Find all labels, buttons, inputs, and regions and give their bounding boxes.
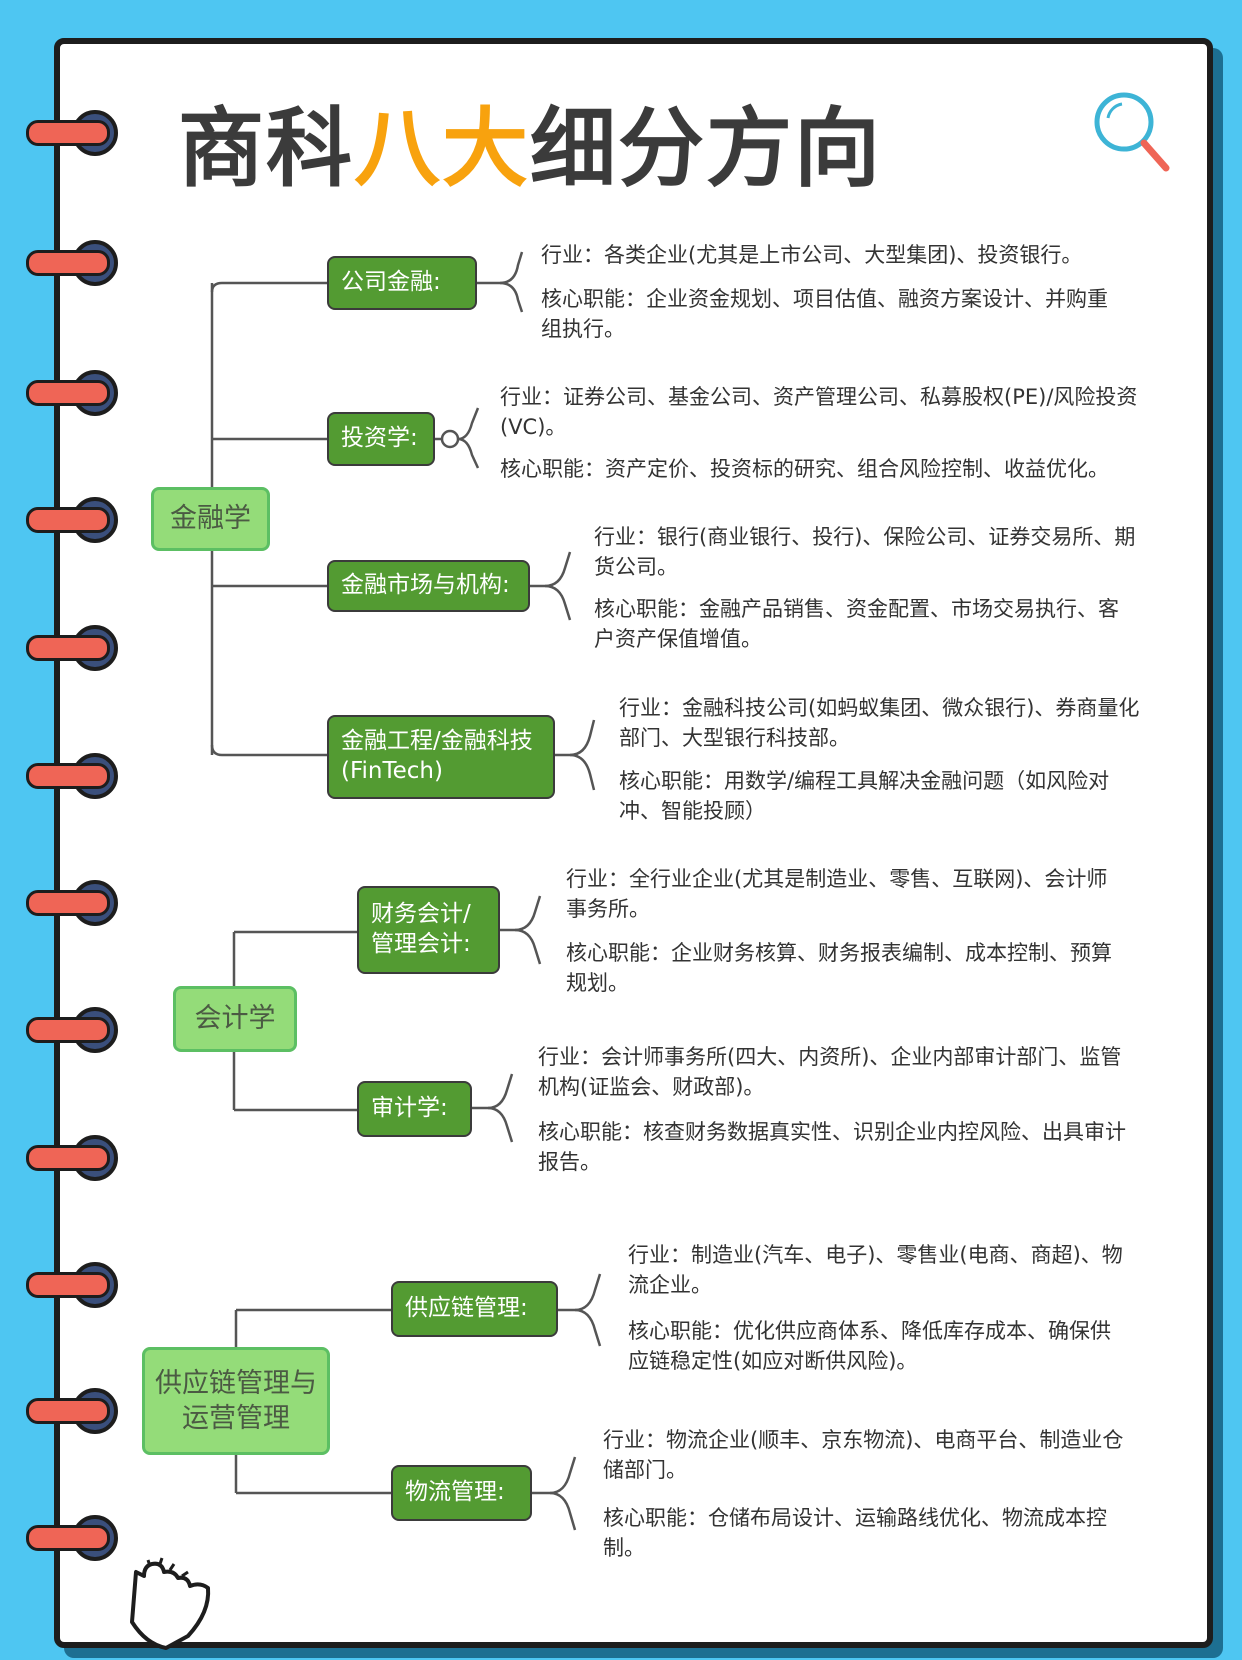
industry-text: 行业：证券公司、基金公司、资产管理公司、私募股权(PE)/风险投资(VC)。 <box>500 382 1140 442</box>
root-label: 供应链管理与运营管理 <box>155 1366 317 1436</box>
branch-label: 物流管理: <box>405 1478 505 1508</box>
branch-node-logistics: 物流管理: <box>391 1465 532 1521</box>
duties-text: 核心职能：仓储布局设计、运输路线优化、物流成本控制。 <box>603 1503 1143 1563</box>
root-node-supply-chain: 供应链管理与运营管理 <box>142 1347 330 1455</box>
branch-node-investment: 投资学: <box>327 412 435 466</box>
branch-label: 投资学: <box>341 424 418 454</box>
duties-text: 核心职能：优化供应商体系、降低库存成本、确保供应链稳定性(如应对断供风险)。 <box>628 1316 1128 1376</box>
root-node-accounting: 会计学 <box>173 986 297 1052</box>
branch-label: 金融工程/金融科技(FinTech) <box>341 727 541 787</box>
duties-text: 核心职能：金融产品销售、资金配置、市场交易执行、客户资产保值增值。 <box>594 594 1134 654</box>
duties-text: 核心职能：资产定价、投资标的研究、组合风险控制、收益优化。 <box>500 454 1150 484</box>
industry-text: 行业：会计师事务所(四大、内资所)、企业内部审计部门、监管机构(证监会、财政部)… <box>538 1042 1138 1102</box>
pointing-hand-icon <box>126 1552 216 1652</box>
branch-label: 审计学: <box>371 1094 448 1124</box>
branch-label: 供应链管理: <box>405 1294 528 1324</box>
industry-text: 行业：物流企业(顺丰、京东物流)、电商平台、制造业仓储部门。 <box>603 1425 1143 1485</box>
branch-node-auditing: 审计学: <box>357 1081 472 1137</box>
branch-node-corporate-finance: 公司金融: <box>327 256 477 310</box>
branch-label: 财务会计/管理会计: <box>371 900 486 960</box>
branch-node-fintech: 金融工程/金融科技(FinTech) <box>327 715 555 799</box>
duties-text: 核心职能：企业财务核算、财务报表编制、成本控制、预算规划。 <box>566 938 1126 998</box>
industry-text: 行业：银行(商业银行、投行)、保险公司、证券交易所、期货公司。 <box>594 522 1144 582</box>
duties-text: 核心职能：企业资金规划、项目估值、融资方案设计、并购重组执行。 <box>541 284 1111 344</box>
branch-node-financial-accounting: 财务会计/管理会计: <box>357 886 500 974</box>
root-label: 会计学 <box>195 1001 276 1036</box>
branch-label: 公司金融: <box>341 268 441 298</box>
root-node-finance: 金融学 <box>151 487 270 551</box>
industry-text: 行业：金融科技公司(如蚂蚁集团、微众银行)、券商量化部门、大型银行科技部。 <box>619 693 1149 753</box>
branch-node-supply-chain: 供应链管理: <box>391 1281 558 1337</box>
industry-text: 行业：全行业企业(尤其是制造业、零售、互联网)、会计师事务所。 <box>566 864 1126 924</box>
root-label: 金融学 <box>170 501 251 536</box>
branch-node-financial-markets: 金融市场与机构: <box>327 560 530 612</box>
branch-label: 金融市场与机构: <box>341 571 510 601</box>
industry-text: 行业：各类企业(尤其是上市公司、大型集团)、投资银行。 <box>541 240 1141 270</box>
industry-text: 行业：制造业(汽车、电子)、零售业(电商、商超)、物流企业。 <box>628 1240 1128 1300</box>
duties-text: 核心职能：用数学/编程工具解决金融问题（如风险对冲、智能投顾） <box>619 766 1149 826</box>
duties-text: 核心职能：核查财务数据真实性、识别企业内控风险、出具审计报告。 <box>538 1117 1138 1177</box>
